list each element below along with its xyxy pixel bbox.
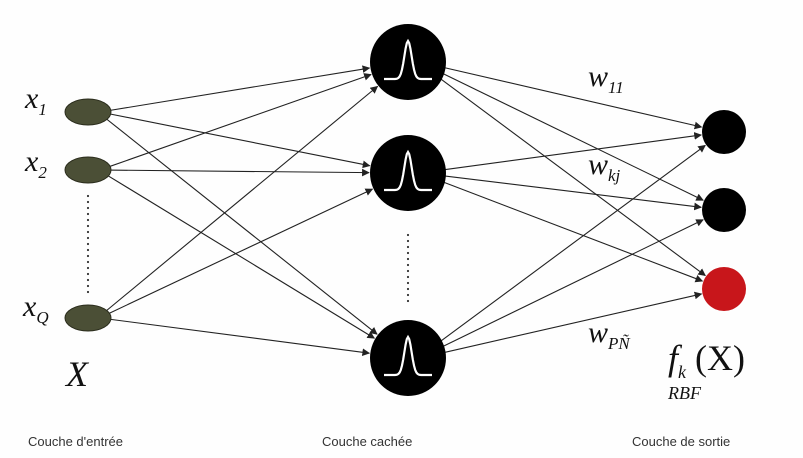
connection-hidden-0-output-2 — [423, 66, 706, 277]
connection-hidden-2-output-0 — [423, 144, 706, 354]
connection-input-1-hidden-1 — [107, 168, 370, 177]
hidden-node-2 — [370, 135, 446, 211]
hidden-ellipsis-dot — [406, 299, 410, 303]
weight-label-wkj: wkj — [588, 148, 621, 185]
hidden-ellipsis-dot — [406, 287, 410, 291]
hidden-node-1 — [370, 24, 446, 100]
connection-hidden-0-output-0 — [427, 63, 703, 130]
hidden-ellipsis-dot — [406, 269, 410, 273]
input-ellipsis-dot — [86, 248, 90, 252]
input-ellipsis-dot — [86, 236, 90, 240]
hidden-ellipsis-dot — [406, 263, 410, 267]
input-ellipsis-dot — [86, 194, 90, 198]
input-ellipsis-dot — [86, 200, 90, 204]
input-ellipsis-dot — [86, 260, 90, 264]
hidden-ellipsis-dot — [406, 239, 410, 243]
output-function-label: fk (X) — [668, 338, 745, 383]
input-label-x1: x1 — [25, 82, 47, 119]
output-function-sub: k — [678, 362, 687, 383]
output-function-arg: (X) — [695, 338, 745, 378]
input-ellipsis-dot — [86, 206, 90, 210]
nodes — [64, 24, 746, 396]
input-ellipsis-dot — [86, 284, 90, 288]
connections — [103, 63, 706, 357]
output-node-1 — [702, 110, 746, 154]
weight-label-w11: w11 — [588, 60, 624, 97]
output-function-underscript: RBF — [668, 383, 701, 403]
connection-hidden-1-output-2 — [426, 175, 704, 283]
input-ellipsis-dot — [86, 224, 90, 228]
caption-output-layer: Couche de sortie — [632, 434, 731, 449]
output-node-2 — [702, 188, 746, 232]
input-node-3 — [64, 304, 112, 332]
connection-hidden-1-output-1 — [427, 173, 702, 211]
input-node-1 — [64, 98, 112, 126]
input-ellipsis-dot — [86, 272, 90, 276]
input-node-2 — [64, 156, 112, 184]
input-ellipsis-dot — [86, 254, 90, 258]
input-label-x1-sub: 1 — [38, 100, 47, 119]
input-label-x2: x2 — [25, 145, 47, 182]
gaussian-curve-icon — [384, 334, 432, 377]
connection-input-1-hidden-0 — [106, 73, 372, 168]
input-ellipsis-dot — [86, 230, 90, 234]
input-ellipsis-dot — [86, 218, 90, 222]
weight-label-wpn: wPÑ — [588, 316, 630, 353]
connection-input-0-hidden-0 — [107, 65, 371, 112]
input-label-xq: xQ — [23, 290, 49, 327]
hidden-ellipsis-dot — [406, 251, 410, 255]
hidden-ellipsis-dot — [406, 281, 410, 285]
hidden-ellipsis-dot — [406, 293, 410, 297]
weight-label-wpn-sub: PÑ — [608, 334, 630, 353]
input-vector-label: X — [66, 354, 88, 394]
hidden-ellipsis-dot — [406, 257, 410, 261]
gaussian-curve-icon — [384, 38, 432, 81]
caption-hidden-layer: Couche cachée — [322, 434, 413, 449]
output-node-3 — [702, 267, 746, 311]
connection-input-2-hidden-2 — [107, 318, 371, 357]
connection-input-1-hidden-2 — [104, 173, 376, 339]
hidden-ellipsis-dot — [406, 233, 410, 237]
connection-input-2-hidden-0 — [103, 85, 379, 314]
connection-input-0-hidden-1 — [107, 112, 371, 169]
weight-label-wkj-sub: kj — [608, 166, 621, 185]
ellipsis-dots — [86, 194, 410, 303]
caption-input-layer: Couche d'entrée — [28, 434, 123, 449]
input-ellipsis-dot — [86, 278, 90, 282]
connection-hidden-2-output-1 — [425, 219, 704, 356]
weight-label-w11-sub: 11 — [608, 78, 624, 97]
connection-input-0-hidden-2 — [103, 116, 378, 335]
input-ellipsis-dot — [86, 290, 90, 294]
connection-input-2-hidden-1 — [105, 188, 374, 316]
input-label-x2-sub: 2 — [38, 163, 47, 182]
hidden-ellipsis-dot — [406, 245, 410, 249]
hidden-node-3 — [370, 320, 446, 396]
connection-hidden-2-output-2 — [427, 291, 703, 357]
input-ellipsis-dot — [86, 266, 90, 270]
input-label-xq-sub: Q — [36, 308, 49, 327]
connection-hidden-0-output-1 — [425, 64, 704, 201]
gaussian-curve-icon — [384, 149, 432, 192]
input-ellipsis-dot — [86, 242, 90, 246]
connection-hidden-1-output-0 — [427, 132, 702, 173]
hidden-ellipsis-dot — [406, 275, 410, 279]
input-ellipsis-dot — [86, 212, 90, 216]
